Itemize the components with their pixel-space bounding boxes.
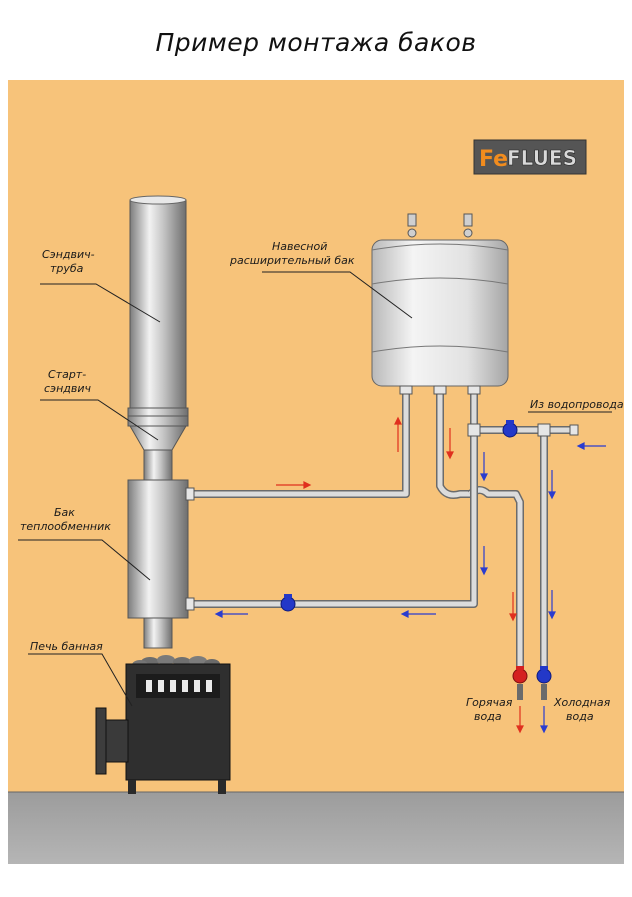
label-expansion-tank: Навесной: [272, 240, 327, 253]
label-expansion-tank-2: расширительный бак: [229, 254, 355, 267]
flow-arrows-hot: [276, 416, 524, 734]
heat-exchanger-tank: [127, 479, 189, 649]
start-sandwich: [143, 449, 173, 481]
sauna-stove: [95, 655, 231, 794]
valve-supply: [502, 420, 518, 438]
label-heat-exchanger: Бак: [54, 506, 75, 519]
valve-return: [280, 594, 296, 612]
svg-text:Fe: Fe: [479, 147, 508, 172]
leader-lines: [18, 271, 612, 707]
floor: [8, 792, 624, 864]
valve-hot-water: [512, 666, 528, 684]
svg-text:FLUES: FLUES: [507, 146, 577, 170]
sandwich-pipe: [127, 195, 189, 451]
label-sandwich-pipe-2: труба: [50, 262, 84, 275]
label-stove: Печь банная: [30, 640, 103, 653]
label-cold-water: Холодная: [553, 696, 611, 709]
page-title: Пример монтажа баков: [155, 28, 477, 57]
pipe-fittings: [185, 385, 579, 611]
flow-arrows-cold: [214, 442, 606, 734]
expansion-tank: [371, 213, 509, 387]
label-hot-water-2: вода: [474, 710, 502, 723]
label-cold-water-2: вода: [566, 710, 594, 723]
fe-flues-logo: Fe FLUES: [473, 139, 587, 175]
pipe-network: [188, 386, 576, 700]
label-start-sandwich-2: сэндвич: [44, 382, 92, 395]
label-hot-water: Горячая: [466, 696, 513, 709]
label-water-supply: Из водопровода: [530, 398, 624, 411]
valve-cold-water: [536, 666, 552, 684]
wall-background: [8, 80, 624, 792]
label-sandwich-pipe: Сэндвич-: [42, 248, 95, 261]
label-heat-exchanger-2: теплообменник: [20, 520, 111, 533]
label-start-sandwich: Старт-: [48, 368, 86, 381]
